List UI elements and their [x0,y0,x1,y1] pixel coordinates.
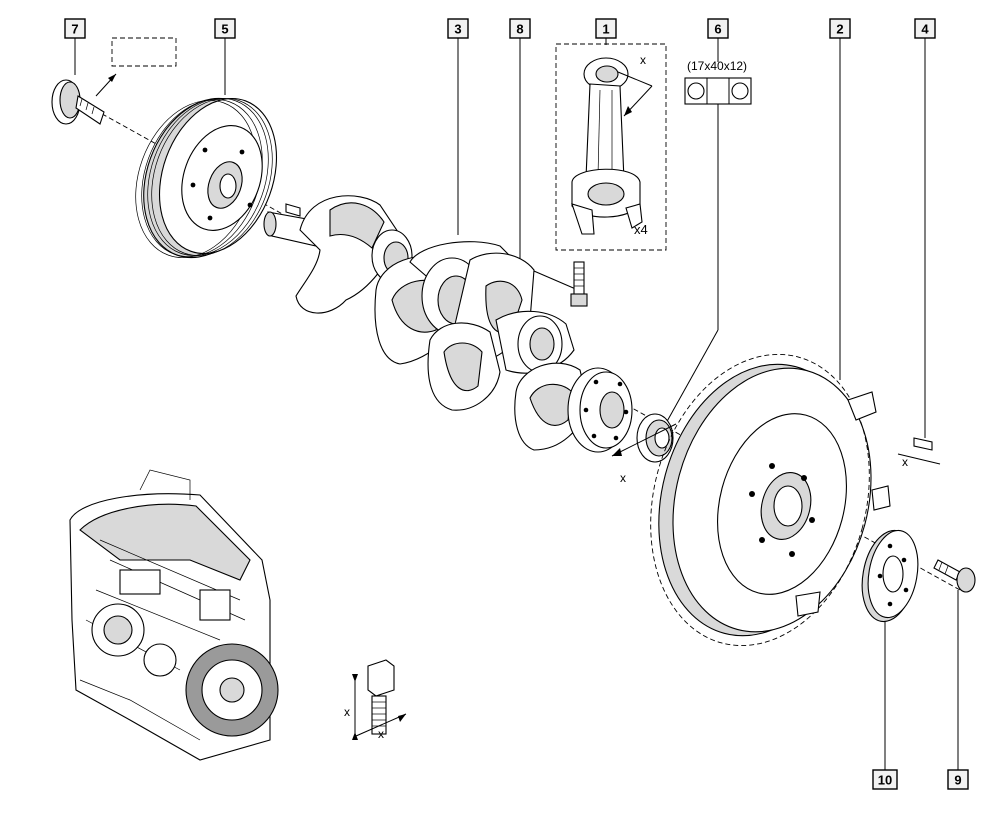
dowel-pin-part-4[interactable]: x [897,437,941,469]
pulley-bolt-part-7[interactable] [51,37,177,125]
callout-5-label: 5 [221,22,228,37]
crankshaft-part-3[interactable] [263,195,633,453]
callout-2[interactable]: 2 [829,18,851,39]
connecting-rod-bolt-part-8[interactable] [570,261,588,307]
flywheel-bolt-part-9[interactable] [933,559,976,593]
callout-7-label: 7 [71,22,78,37]
callout-1[interactable]: 1 [595,18,617,39]
callout-6[interactable]: 6 [707,18,729,39]
placeholder-box [111,37,177,67]
bolt-dimension-x-horizontal: x [378,727,384,741]
dowel-dimension-x: x [902,455,908,469]
callout-2-label: 2 [836,22,843,37]
flywheel-part-2[interactable] [619,330,900,671]
callout-4-label: 4 [921,22,929,37]
callout-10[interactable]: 10 [872,769,898,790]
callout-9[interactable]: 9 [947,769,969,790]
callout-5[interactable]: 5 [214,18,236,39]
callout-4[interactable]: 4 [914,18,936,39]
callout-8[interactable]: 8 [509,18,531,39]
bolt-dimension-reference: x x [344,659,407,741]
callout-7[interactable]: 7 [64,18,86,39]
bolt-dimension-x-vertical: x [344,705,350,719]
callout-3-label: 3 [454,22,461,37]
engine-locator-illustration [69,469,279,761]
crankshaft-pulley-part-5[interactable] [115,81,297,275]
connecting-rod-part-1[interactable]: x x4 [555,43,667,251]
rod-dimension-x: x [640,53,646,67]
callout-6-label: 6 [714,22,721,37]
bearing-dimension-x: x [620,471,626,485]
callout-10-label: 10 [878,773,892,788]
callout-3[interactable]: 3 [447,18,469,39]
callout-1-label: 1 [602,22,609,37]
rod-quantity-label: x4 [634,222,648,237]
callout-8-label: 8 [516,22,523,37]
pilot-bearing-part-6[interactable]: (17x40x12) x [611,59,752,485]
flywheel-washer-part-10[interactable] [855,526,924,626]
callout-9-label: 9 [954,773,961,788]
bearing-size-label: (17x40x12) [687,59,747,73]
